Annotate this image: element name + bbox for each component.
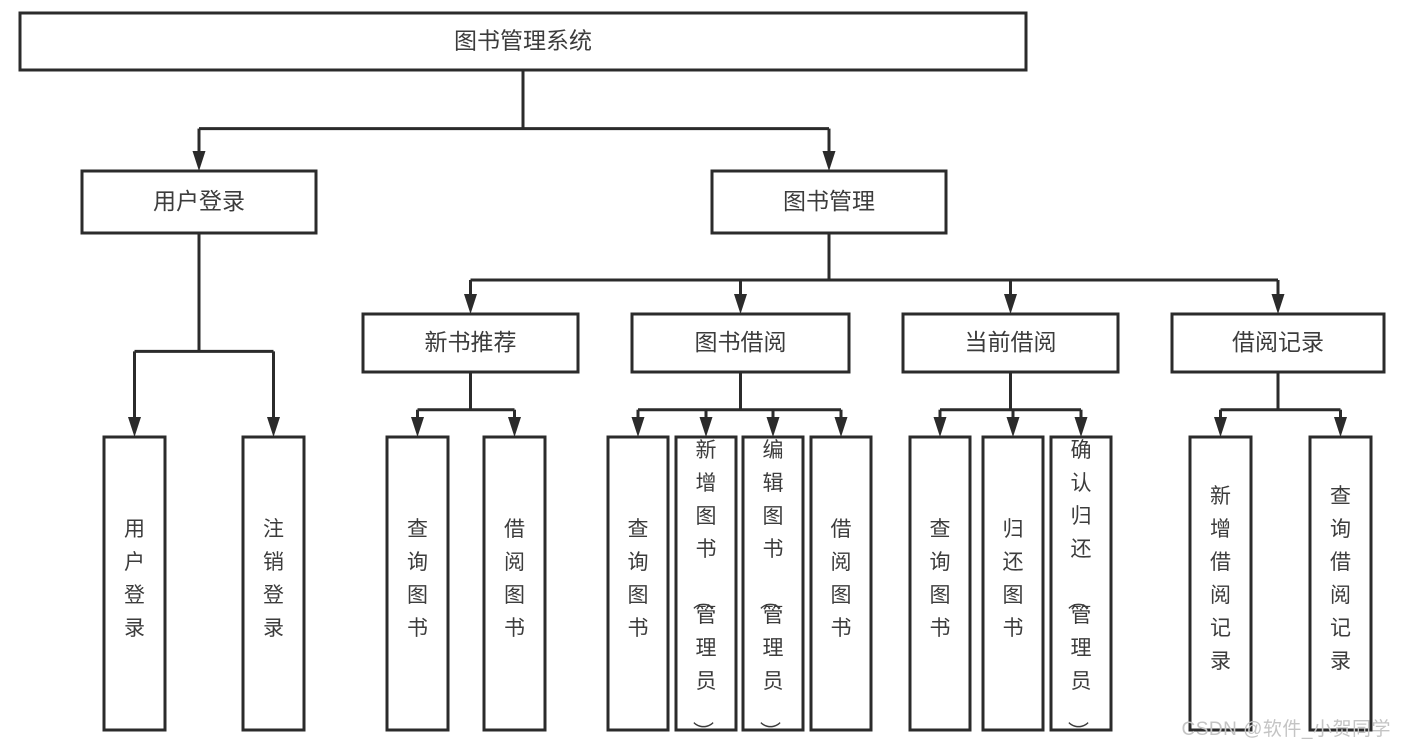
node-leaf-edit-book[interactable]: 编辑图书（管理员） — [741, 435, 805, 742]
node-box[interactable] — [241, 435, 306, 732]
node-box[interactable] — [809, 435, 873, 732]
node-box[interactable] — [102, 435, 167, 732]
node-leaf-return-book[interactable]: 归还图书 — [981, 435, 1045, 732]
node-box[interactable] — [908, 435, 972, 732]
node-label: 借阅图书 — [504, 518, 525, 640]
arrow-head-icon — [192, 151, 206, 171]
node-box[interactable] — [674, 435, 738, 732]
node-new-book-recommend[interactable]: 新书推荐 — [361, 312, 580, 374]
node-box[interactable] — [1188, 435, 1253, 732]
arrow-head-icon — [1214, 417, 1227, 437]
node-label: 归还图书 — [1003, 518, 1024, 640]
node-leaf-confirm-return[interactable]: 确认归还（管理员） — [1049, 435, 1113, 742]
arrow-head-icon — [508, 417, 521, 437]
node-label: 新增图书（管理员） — [691, 439, 717, 742]
node-box[interactable] — [80, 169, 318, 235]
node-label: 图书管理系统 — [454, 28, 592, 54]
node-box[interactable] — [901, 312, 1120, 374]
node-leaf-borrow-book-2[interactable]: 借阅图书 — [809, 435, 873, 732]
arrow-head-icon — [734, 294, 747, 314]
node-box[interactable] — [1049, 435, 1113, 732]
arrow-head-icon — [1271, 294, 1285, 314]
arrow-head-icon — [1004, 294, 1017, 314]
node-label: 查询图书 — [930, 518, 951, 640]
connectors-layer — [128, 70, 1347, 437]
node-label: 用户登录 — [153, 188, 245, 214]
node-label: 图书借阅 — [695, 329, 787, 355]
node-label: 用户登录 — [124, 518, 145, 640]
arrow-head-icon — [1006, 417, 1020, 437]
arrow-head-icon — [699, 417, 713, 437]
node-box[interactable] — [18, 11, 1028, 72]
node-box[interactable] — [981, 435, 1045, 732]
node-book-borrow[interactable]: 图书借阅 — [630, 312, 851, 374]
arrow-head-icon — [267, 417, 280, 437]
node-current-borrow[interactable]: 当前借阅 — [901, 312, 1120, 374]
node-label: 新书推荐 — [425, 329, 517, 355]
node-label: 确认归还（管理员） — [1066, 439, 1092, 742]
node-box[interactable] — [630, 312, 851, 374]
node-leaf-query-book-3[interactable]: 查询图书 — [908, 435, 972, 732]
node-label: 当前借阅 — [965, 329, 1057, 355]
node-label: 编辑图书（管理员） — [758, 439, 784, 742]
node-label: 借阅图书 — [831, 518, 852, 640]
arrow-head-icon — [933, 417, 947, 437]
arrow-head-icon — [822, 151, 836, 171]
node-user-login[interactable]: 用户登录 — [80, 169, 318, 235]
node-leaf-query-book-2[interactable]: 查询图书 — [606, 435, 670, 732]
node-borrow-record[interactable]: 借阅记录 — [1170, 312, 1386, 374]
node-box[interactable] — [1308, 435, 1373, 732]
node-leaf-user-login[interactable]: 用户登录 — [102, 435, 167, 732]
nodes-layer: 图书管理系统用户登录图书管理新书推荐图书借阅当前借阅借阅记录用户登录注销登录查询… — [18, 11, 1386, 742]
node-root[interactable]: 图书管理系统 — [18, 11, 1028, 72]
node-box[interactable] — [710, 169, 948, 235]
node-leaf-borrow-book-1[interactable]: 借阅图书 — [482, 435, 547, 732]
arrow-head-icon — [766, 417, 780, 437]
arrow-head-icon — [631, 417, 645, 437]
node-label: 借阅记录 — [1232, 329, 1324, 355]
arrow-head-icon — [1074, 417, 1088, 437]
node-label: 注销登录 — [263, 518, 284, 640]
node-label: 新增借阅记录 — [1210, 485, 1231, 673]
arrow-head-icon — [411, 417, 424, 437]
node-leaf-add-record[interactable]: 新增借阅记录 — [1188, 435, 1253, 732]
node-box[interactable] — [482, 435, 547, 732]
node-label: 查询借阅记录 — [1330, 485, 1351, 673]
node-leaf-query-book-1[interactable]: 查询图书 — [385, 435, 450, 732]
arrow-head-icon — [128, 417, 141, 437]
arrow-head-icon — [1334, 417, 1347, 437]
node-box[interactable] — [385, 435, 450, 732]
node-book-management[interactable]: 图书管理 — [710, 169, 948, 235]
node-box[interactable] — [361, 312, 580, 374]
node-box[interactable] — [606, 435, 670, 732]
node-leaf-query-record[interactable]: 查询借阅记录 — [1308, 435, 1373, 732]
node-box[interactable] — [1170, 312, 1386, 374]
node-label: 查询图书 — [407, 518, 428, 640]
node-leaf-add-book[interactable]: 新增图书（管理员） — [674, 435, 738, 742]
node-label: 图书管理 — [783, 188, 875, 214]
arrow-head-icon — [834, 417, 848, 437]
arrow-head-icon — [464, 294, 477, 314]
node-label: 查询图书 — [628, 518, 649, 640]
node-box[interactable] — [741, 435, 805, 732]
node-leaf-user-logout[interactable]: 注销登录 — [241, 435, 306, 732]
